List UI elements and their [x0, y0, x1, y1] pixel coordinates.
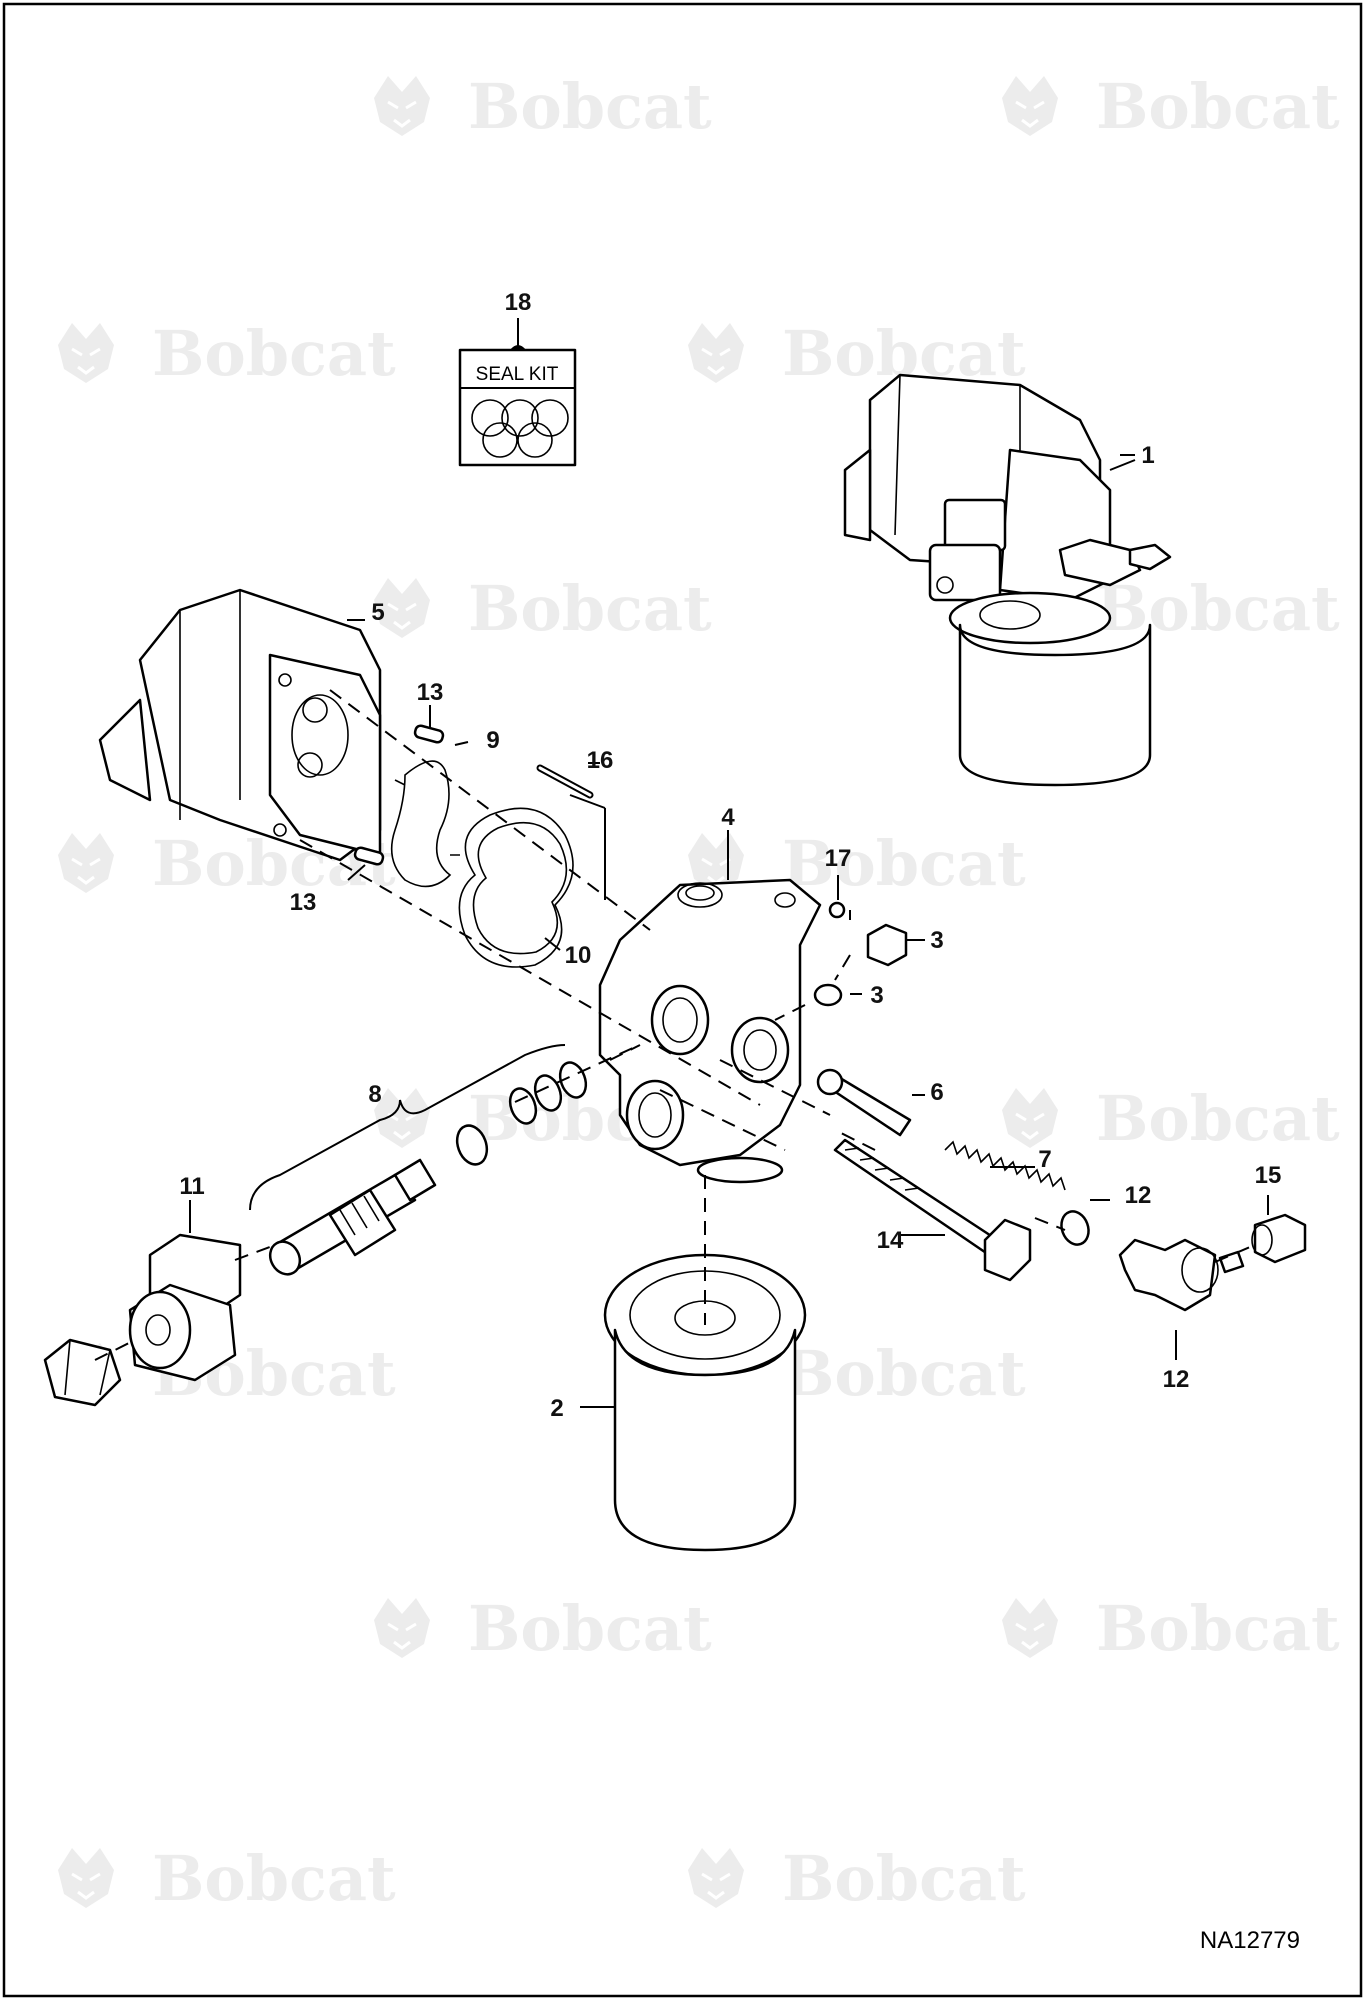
watermark-8: Bobcat — [686, 827, 1026, 900]
watermark-3: Bobcat — [56, 317, 396, 390]
svg-text:Bobcat: Bobcat — [782, 1337, 1026, 1410]
pin-13-upper — [413, 724, 445, 744]
watermark-13: Bobcat — [372, 1592, 712, 1665]
seal-ring-10 — [458, 807, 574, 968]
callout-12b: 12 — [1163, 1366, 1190, 1393]
svg-text:Bobcat: Bobcat — [468, 1592, 712, 1665]
callout-3a: 3 — [930, 927, 943, 954]
watermark-6: Bobcat — [1000, 572, 1340, 645]
watermark-layer: Bobcat Bobcat Bobcat Bobcat Bobcat Bobca… — [56, 70, 1340, 1915]
callout-12a: 12 — [1125, 1182, 1152, 1209]
watermark-10: Bobcat — [1000, 1082, 1340, 1155]
watermark-1: Bobcat — [372, 70, 712, 143]
callout-18: 18 — [505, 289, 532, 316]
callout-6: 6 — [930, 1079, 943, 1106]
svg-text:Bobcat: Bobcat — [468, 70, 712, 143]
coil-nut-11 — [43, 1338, 122, 1407]
spring-7 — [944, 1140, 1066, 1191]
svg-text:Bobcat: Bobcat — [468, 572, 712, 645]
callout-7: 7 — [1038, 1146, 1051, 1173]
callouts: 18 1 5 13 9 16 4 17 13 10 3 3 8 6 7 11 1… — [179, 289, 1281, 1422]
filter-head-4 — [598, 878, 822, 1184]
watermark-5: Bobcat — [372, 572, 712, 645]
seal-kit-label: SEAL KIT — [476, 364, 559, 385]
callout-13b: 13 — [290, 889, 317, 916]
watermark-12: Bobcat — [686, 1337, 1026, 1410]
svg-text:Bobcat: Bobcat — [1096, 1082, 1340, 1155]
o-ring-3 — [813, 983, 843, 1007]
svg-text:Bobcat: Bobcat — [152, 317, 396, 390]
watermark-16: Bobcat — [686, 1842, 1026, 1915]
svg-text:Bobcat: Bobcat — [782, 827, 1026, 900]
seal-kit-18: SEAL KIT — [458, 318, 577, 467]
gasket-9 — [390, 760, 460, 888]
assembly-1 — [843, 373, 1172, 787]
plug-3 — [866, 923, 908, 967]
elbow-fitting-12 — [1118, 1238, 1245, 1312]
callout-3b: 3 — [870, 982, 883, 1009]
callout-14: 14 — [877, 1227, 904, 1254]
bracket-8 — [249, 1044, 566, 1211]
bolt-14 — [833, 1138, 1032, 1282]
cap-nut-15 — [1251, 1213, 1307, 1264]
watermark-4: Bobcat — [686, 317, 1026, 390]
callout-9: 9 — [486, 727, 499, 754]
valve-cartridge-8 — [268, 1158, 437, 1276]
leader-lines — [189, 454, 1269, 1408]
o-rings-8 — [455, 1061, 588, 1166]
svg-text:Bobcat: Bobcat — [1096, 572, 1340, 645]
callout-16: 16 — [587, 747, 614, 774]
svg-text:Bobcat: Bobcat — [1096, 70, 1340, 143]
callout-15: 15 — [1255, 1162, 1282, 1189]
callout-5: 5 — [371, 599, 384, 626]
ball-17 — [828, 901, 846, 919]
svg-text:Bobcat: Bobcat — [782, 1842, 1026, 1915]
callout-2: 2 — [550, 1395, 563, 1422]
callout-1: 1 — [1141, 442, 1154, 469]
drawing-reference: NA12779 — [1200, 1927, 1300, 1954]
callout-17: 17 — [825, 845, 852, 872]
pin-13-lower — [353, 846, 385, 866]
rod-16 — [536, 764, 594, 799]
svg-text:Bobcat: Bobcat — [1096, 1592, 1340, 1665]
watermark-15: Bobcat — [56, 1842, 396, 1915]
sleeve-6 — [816, 1068, 912, 1137]
pump-5 — [98, 588, 382, 862]
svg-text:Bobcat: Bobcat — [152, 1842, 396, 1915]
watermark-14: Bobcat — [1000, 1592, 1340, 1665]
solenoid-coil-11 — [128, 1233, 242, 1382]
callout-4: 4 — [721, 804, 735, 831]
callout-13a: 13 — [417, 679, 444, 706]
o-ring-12 — [1060, 1210, 1090, 1246]
callout-11: 11 — [179, 1173, 204, 1200]
callout-10: 10 — [565, 942, 592, 969]
callout-8: 8 — [368, 1081, 381, 1108]
assembly-lines — [94, 689, 1251, 1361]
watermark-2: Bobcat — [1000, 70, 1340, 143]
